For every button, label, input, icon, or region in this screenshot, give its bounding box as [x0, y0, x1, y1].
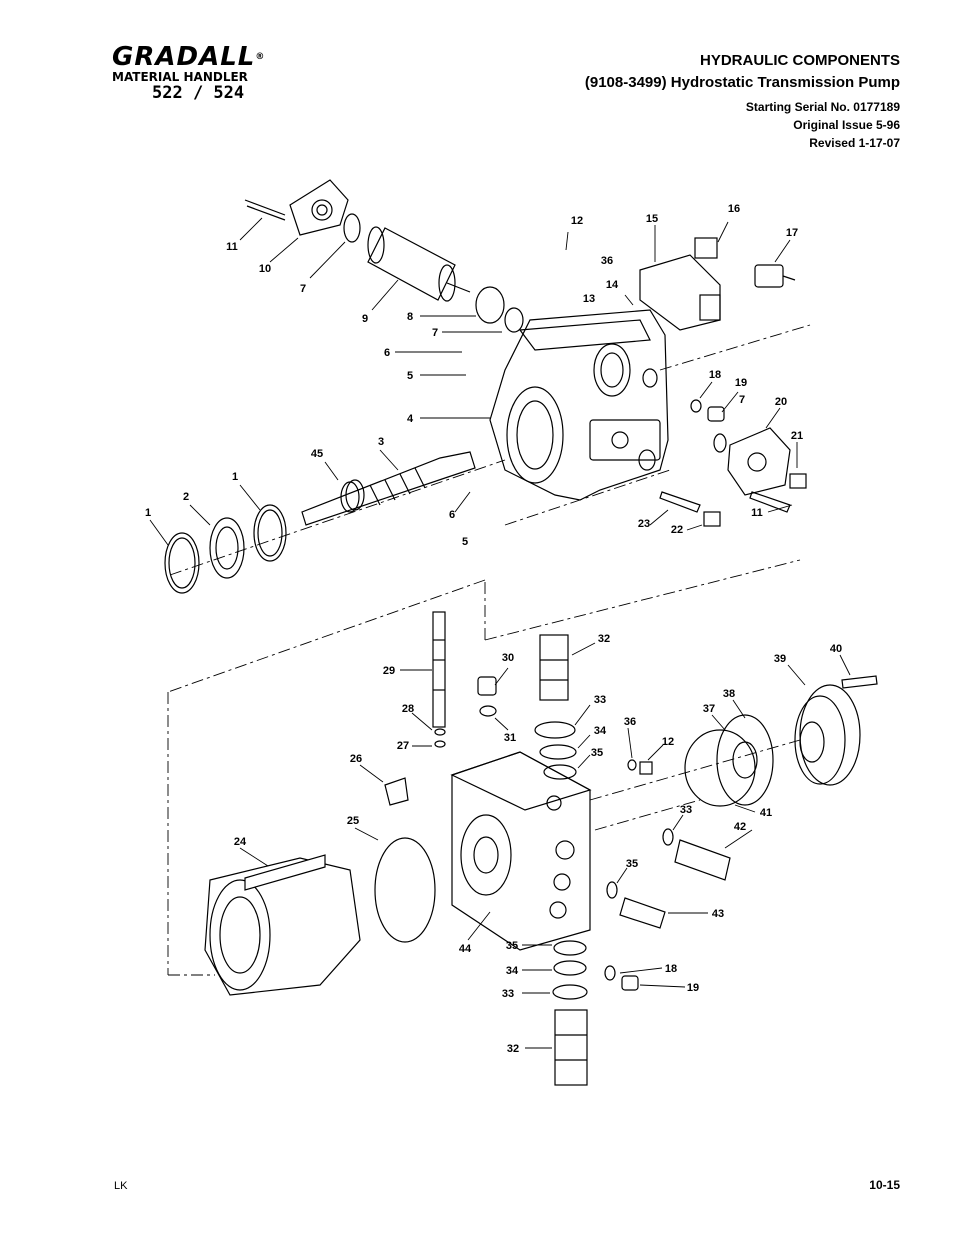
- gasket: [374, 837, 436, 943]
- callout: 45: [311, 448, 323, 460]
- valve-43: [619, 897, 666, 929]
- callout: 35: [626, 858, 638, 870]
- gradall-logo: GRADALL® MATERIAL HANDLER 522 / 524: [112, 44, 282, 102]
- callout: 34: [594, 725, 607, 737]
- callout: 22: [671, 524, 683, 536]
- drive-shaft: [301, 451, 476, 526]
- callout: 24: [234, 836, 247, 848]
- end-cover: [727, 427, 791, 496]
- callout: 7: [432, 327, 438, 339]
- callout: 18: [709, 369, 721, 381]
- callout: 1: [232, 471, 238, 483]
- callout: 34: [506, 965, 519, 977]
- callout: 33: [594, 694, 606, 706]
- callout: 37: [703, 703, 715, 715]
- pump-housing: [489, 309, 669, 501]
- section-title: HYDRAULIC COMPONENTS: [699, 52, 900, 69]
- callout: 39: [774, 653, 786, 665]
- callout: 40: [830, 643, 842, 655]
- logo-brand: GRADALL®: [112, 42, 266, 72]
- callout: 35: [591, 747, 603, 759]
- page-title: (9108-3499) Hydrostatic Transmission Pum…: [584, 74, 900, 91]
- callout: 7: [300, 283, 306, 295]
- callout: 28: [402, 703, 414, 715]
- callout: 11: [226, 241, 238, 253]
- callout: 29: [383, 665, 395, 677]
- callout: 19: [687, 982, 699, 994]
- callout: 12: [662, 736, 674, 748]
- callout: 35: [506, 940, 518, 952]
- callout: 26: [350, 753, 362, 765]
- callout-labels: 1 2 1 45 3 6 5 4 6 5 7 8 9 10 11 7 12 36…: [145, 203, 842, 1055]
- callout: 30: [502, 652, 514, 664]
- logo-subtitle: MATERIAL HANDLER: [112, 70, 248, 84]
- serial-number: Starting Serial No. 0177189: [745, 100, 900, 114]
- callout: 33: [680, 804, 692, 816]
- o-ring-41: [684, 729, 756, 807]
- callout: 6: [384, 347, 390, 359]
- callout: 14: [606, 279, 619, 291]
- callout: 44: [459, 943, 472, 955]
- callout: 31: [504, 732, 516, 744]
- issue-date: Original Issue 5-96: [793, 118, 900, 132]
- footer-initials: LK: [114, 1180, 128, 1192]
- valve-block: [450, 751, 592, 951]
- callout: 36: [624, 716, 636, 728]
- relief-valve-top: [539, 634, 569, 701]
- callout: 11: [751, 507, 763, 519]
- callout: 43: [712, 908, 724, 920]
- callout: 7: [739, 394, 745, 406]
- snap-ring-2: [253, 504, 287, 562]
- control-piston: [367, 226, 471, 302]
- callout: 6: [449, 509, 455, 521]
- callout: 19: [735, 377, 747, 389]
- callout: 32: [507, 1043, 519, 1055]
- valve-42: [674, 839, 731, 881]
- callout: 23: [638, 518, 650, 530]
- callout: 42: [734, 821, 746, 833]
- shaft-seal: [209, 517, 245, 579]
- callout: 18: [665, 963, 677, 975]
- callout: 15: [646, 213, 658, 225]
- revised-date: Revised 1-17-07: [809, 136, 900, 150]
- solenoid-valve: [639, 237, 721, 331]
- page-number: 10-15: [869, 1178, 900, 1192]
- callout: 2: [183, 491, 189, 503]
- callout: 8: [407, 311, 413, 323]
- cover-flange: [289, 179, 349, 236]
- callout: 5: [462, 536, 468, 548]
- callout: 10: [259, 263, 271, 275]
- callout: 16: [728, 203, 740, 215]
- callout: 4: [407, 413, 414, 425]
- callout: 9: [362, 313, 368, 325]
- piston-cap: [475, 286, 505, 324]
- rotating-group: [204, 854, 361, 996]
- callout: 25: [347, 815, 359, 827]
- callout: 36: [601, 255, 613, 267]
- logo-models: 522 / 524: [152, 83, 245, 103]
- snap-ring-1: [164, 532, 200, 594]
- page-header: HYDRAULIC COMPONENTS (9108-3499) Hydrost…: [585, 50, 900, 152]
- relief-valve-bottom: [554, 1009, 588, 1086]
- callout: 12: [571, 215, 583, 227]
- callout: 3: [378, 436, 384, 448]
- callout: 17: [786, 227, 798, 239]
- callout: 20: [775, 396, 787, 408]
- callout: 5: [407, 370, 413, 382]
- callout: 13: [583, 293, 595, 305]
- callout: 38: [723, 688, 735, 700]
- callout: 33: [502, 988, 514, 1000]
- callout: 41: [760, 807, 772, 819]
- spool: [432, 611, 446, 728]
- callout: 21: [791, 430, 803, 442]
- charge-pump-cover: [794, 684, 861, 786]
- gear-plate: [716, 714, 774, 806]
- callout: 1: [145, 507, 151, 519]
- callout: 32: [598, 633, 610, 645]
- connector: [754, 264, 796, 288]
- callout: 27: [397, 740, 409, 752]
